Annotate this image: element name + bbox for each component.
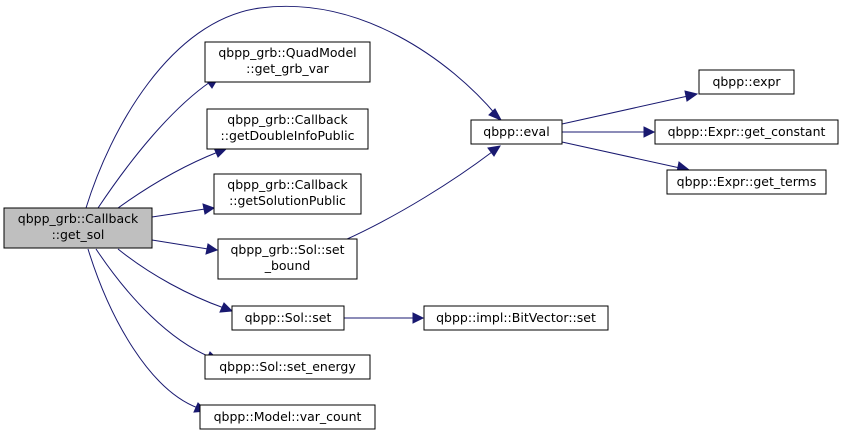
node-get-solution-public-label-1: qbpp_grb::Callback [227,177,348,192]
node-get-sol-label-2: ::get_sol [52,227,105,242]
edge-get-sol-to-sol-set [117,248,234,313]
edge-eval-to-expr [561,90,699,125]
node-set-bound[interactable]: qbpp_grb::Sol::set _bound [217,238,358,280]
node-set-energy[interactable]: qbpp::Sol::set_energy [204,354,371,380]
edge-get-sol-to-set-energy [95,248,220,362]
edge-set-bound-to-eval [344,145,501,241]
node-set-bound-label-1: qbpp_grb::Sol::set [230,242,344,257]
edges-layer [85,5,699,413]
node-sol-set[interactable]: qbpp::Sol::set [231,305,345,331]
edge-sol-set-to-bitvector-set [344,312,425,324]
node-sol-set-label: qbpp::Sol::set [245,310,332,325]
edge-get-sol-to-var-count [87,248,208,413]
node-get-grb-var-label-1: qbpp_grb::QuadModel [218,45,356,60]
node-bitvector-set-label: qbpp::impl::BitVector::set [436,310,596,325]
edge-eval-to-get-constant [562,126,656,138]
node-get-solution-public[interactable]: qbpp_grb::Callback ::getSolutionPublic [213,173,362,215]
edge-get-sol-to-get-solution-public [151,203,216,218]
node-get-double-info-public-label-2: ::getDoubleInfoPublic [221,128,355,143]
node-get-sol-label-1: qbpp_grb::Callback [18,211,139,226]
node-set-bound-label-2: _bound [264,258,311,273]
node-bitvector-set[interactable]: qbpp::impl::BitVector::set [423,305,609,331]
node-get-sol[interactable]: qbpp_grb::Callback ::get_sol [3,207,153,249]
node-get-double-info-public-label-1: qbpp_grb::Callback [227,112,348,127]
node-expr[interactable]: qbpp::expr [698,69,795,95]
node-get-terms[interactable]: qbpp::Expr::get_terms [666,169,827,195]
node-var-count[interactable]: qbpp::Model::var_count [199,404,376,430]
node-get-terms-label: qbpp::Expr::get_terms [677,174,817,189]
node-eval[interactable]: qbpp::eval [470,119,563,145]
node-eval-label: qbpp::eval [483,124,549,139]
node-get-solution-public-label-2: ::getSolutionPublic [229,193,346,208]
node-set-energy-label: qbpp::Sol::set_energy [219,359,356,374]
edge-get-sol-to-get-grb-var [97,77,219,209]
node-get-constant-label: qbpp::Expr::get_constant [668,124,826,139]
node-get-grb-var-label-2: ::get_grb_var [246,61,330,76]
edge-get-sol-to-eval [85,5,503,209]
node-var-count-label: qbpp::Model::var_count [214,409,362,424]
node-expr-label: qbpp::expr [712,74,781,89]
edge-eval-to-get-terms [561,141,691,173]
node-get-double-info-public[interactable]: qbpp_grb::Callback ::getDoubleInfoPublic [206,108,369,150]
edge-get-sol-to-set-bound [151,239,219,255]
node-get-constant[interactable]: qbpp::Expr::get_constant [654,119,839,145]
node-get-grb-var[interactable]: qbpp_grb::QuadModel ::get_grb_var [204,41,371,83]
nodes-layer: qbpp_grb::Callback ::get_sol qbpp_grb::Q… [3,41,839,430]
